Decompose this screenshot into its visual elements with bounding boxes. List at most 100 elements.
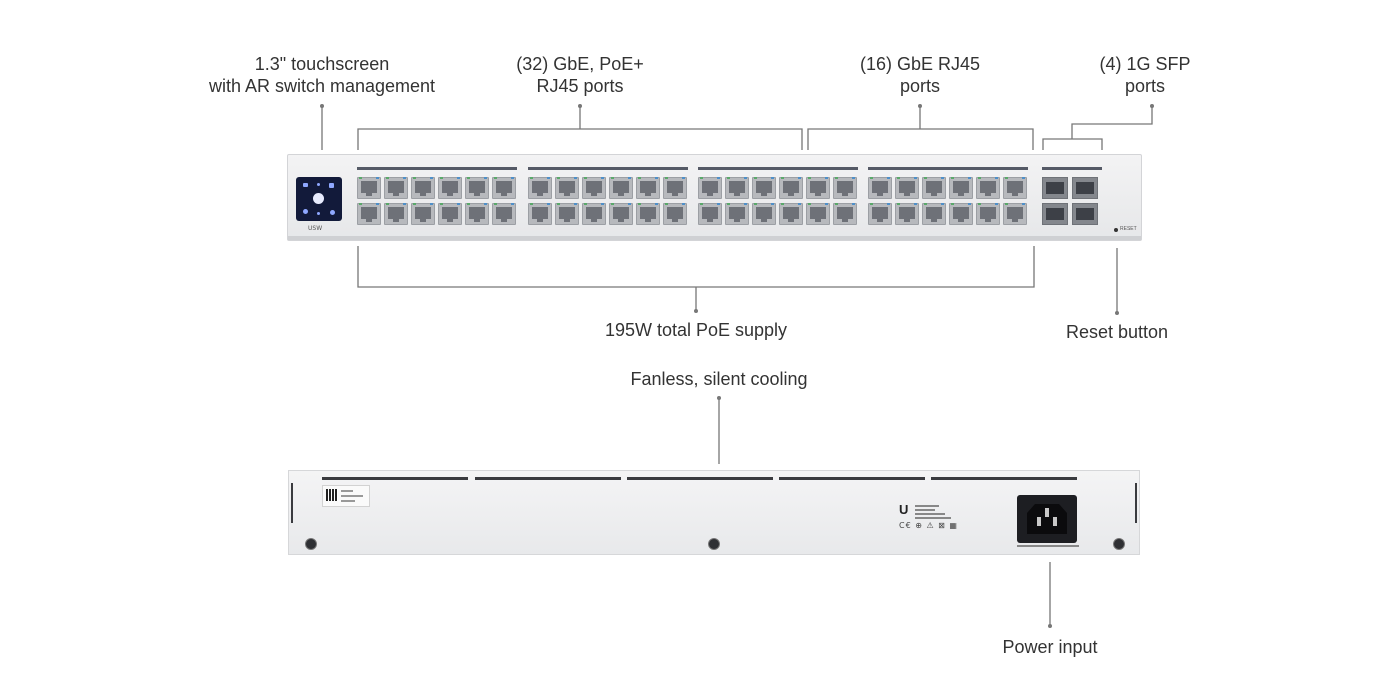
rj45-port[interactable] (582, 203, 606, 225)
poe-ports-leader-dot (578, 104, 582, 108)
rj45-port[interactable] (922, 177, 946, 199)
brand-mark: USW (308, 225, 323, 232)
rj45-port[interactable] (976, 177, 1000, 199)
rj45-port[interactable] (752, 177, 776, 199)
rj45-port[interactable] (465, 177, 489, 199)
screw (708, 538, 720, 550)
rj45-port[interactable] (528, 177, 552, 199)
power-label: Power input (1002, 637, 1098, 657)
rj45-port[interactable] (833, 203, 857, 225)
touchscreen-label-line1: 1.3" touchscreen (254, 54, 390, 74)
vent-slot (931, 477, 1077, 480)
port-bank-3 (698, 167, 858, 231)
rj45-port[interactable] (528, 203, 552, 225)
port-bank-4 (868, 167, 1028, 231)
rj45-port[interactable] (976, 203, 1000, 225)
poe-supply-leader-dot (694, 309, 698, 313)
rj45-port[interactable] (1003, 203, 1027, 225)
rj45-port[interactable] (663, 203, 687, 225)
rj45-port[interactable] (438, 177, 462, 199)
sfp-ports-leader-dot (1150, 104, 1154, 108)
rj45-port[interactable] (725, 203, 749, 225)
sfp-ports-bracket (1042, 106, 1153, 150)
poe-supply-bracket (357, 246, 1035, 311)
sfp-port[interactable] (1042, 177, 1068, 199)
rj45-port[interactable] (868, 203, 892, 225)
side-slot-right (1135, 483, 1137, 523)
switch-front-panel: USW RESET (287, 154, 1142, 241)
screw (1113, 538, 1125, 550)
rj45-ports-label-line2: ports (899, 76, 941, 96)
sfp-ports-label-line2: ports (1124, 76, 1166, 96)
port-bank-1 (357, 167, 517, 231)
rj45-ports-label: (16) GbE RJ45 ports (860, 53, 980, 97)
rj45-port[interactable] (868, 177, 892, 199)
ubiquiti-logo: U (899, 502, 909, 517)
sfp-port[interactable] (1072, 177, 1098, 199)
rj45-port[interactable] (438, 203, 462, 225)
poe-ports-label-line1: (32) GbE, PoE+ (516, 54, 644, 74)
rj45-port[interactable] (779, 203, 803, 225)
rj45-port[interactable] (357, 177, 381, 199)
rj45-ports-label-line1: (16) GbE RJ45 (859, 54, 981, 74)
rj45-port[interactable] (465, 203, 489, 225)
rj45-port[interactable] (411, 177, 435, 199)
rj45-port[interactable] (636, 203, 660, 225)
rj45-port[interactable] (1003, 177, 1027, 199)
touchscreen-leader-dot (320, 104, 324, 108)
sfp-bank (1042, 167, 1102, 231)
rj45-port[interactable] (609, 177, 633, 199)
poe-ports-label-line2: RJ45 ports (536, 76, 624, 96)
rj45-port[interactable] (357, 203, 381, 225)
rj45-port[interactable] (922, 203, 946, 225)
rj45-port[interactable] (752, 203, 776, 225)
reset-mark: RESET (1120, 226, 1137, 232)
rj45-port[interactable] (582, 177, 606, 199)
rj45-port[interactable] (895, 177, 919, 199)
qr-code (326, 489, 338, 501)
rj45-port[interactable] (949, 177, 973, 199)
rj45-port[interactable] (636, 177, 660, 199)
rj45-port[interactable] (895, 203, 919, 225)
poe-ports-bracket (357, 106, 803, 150)
rj45-port[interactable] (609, 203, 633, 225)
port-bank-2 (528, 167, 688, 231)
serial-sticker (322, 485, 370, 507)
poe-supply-label: 195W total PoE supply (604, 320, 788, 340)
rj45-port[interactable] (698, 203, 722, 225)
rj45-port[interactable] (779, 177, 803, 199)
rj45-port[interactable] (411, 203, 435, 225)
sfp-port[interactable] (1042, 203, 1068, 225)
power-inlet[interactable] (1017, 495, 1077, 543)
rj45-port[interactable] (663, 177, 687, 199)
sfp-port[interactable] (1072, 203, 1098, 225)
rj45-ports-bracket (807, 106, 1034, 150)
rj45-port[interactable] (555, 177, 579, 199)
touchscreen-label: 1.3" touchscreen with AR switch manageme… (209, 53, 435, 97)
rj45-port[interactable] (384, 203, 408, 225)
screw (305, 538, 317, 550)
reset-leader-dot (1115, 311, 1119, 315)
power-leader-dot (1048, 624, 1052, 628)
rj45-port[interactable] (949, 203, 973, 225)
rj45-port[interactable] (492, 203, 516, 225)
rj45-port[interactable] (725, 177, 749, 199)
reset-button[interactable] (1114, 228, 1118, 232)
rj45-ports-leader-dot (918, 104, 922, 108)
touchscreen[interactable] (296, 177, 342, 221)
vent-slot (322, 477, 468, 480)
rj45-port[interactable] (806, 203, 830, 225)
rj45-port[interactable] (384, 177, 408, 199)
reset-label: Reset button (1065, 322, 1169, 342)
sfp-ports-label-line1: (4) 1G SFP (1099, 54, 1191, 74)
vent-slot (627, 477, 773, 480)
power-rating-text (1017, 545, 1079, 547)
switch-back-panel: U C€ ⊕ ⚠ ⊠ ▦ (288, 470, 1140, 555)
sfp-ports-label: (4) 1G SFP ports (1099, 53, 1190, 97)
rj45-port[interactable] (806, 177, 830, 199)
vent-slot (779, 477, 925, 480)
rj45-port[interactable] (555, 203, 579, 225)
rj45-port[interactable] (698, 177, 722, 199)
rj45-port[interactable] (492, 177, 516, 199)
rj45-port[interactable] (833, 177, 857, 199)
